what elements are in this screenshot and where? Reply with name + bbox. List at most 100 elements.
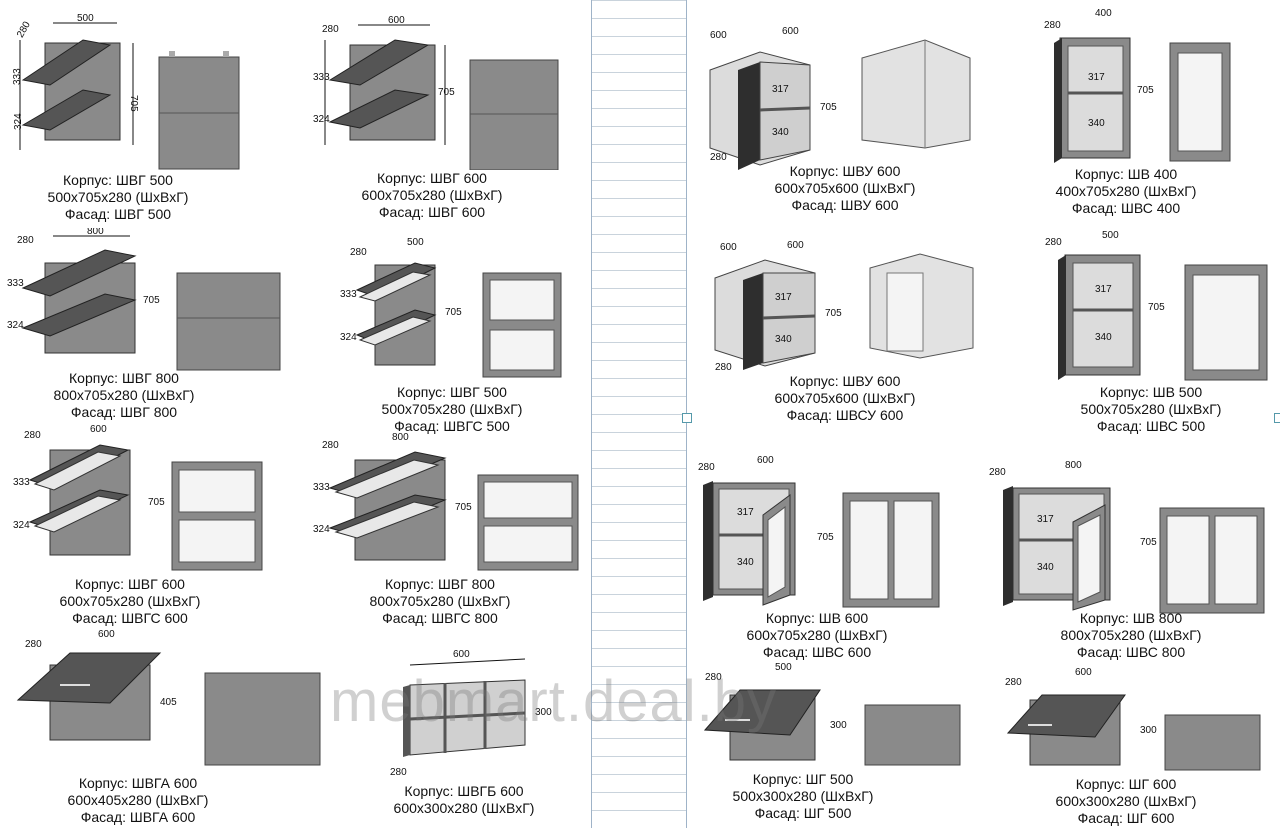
korpus-label: Корпус: ШВГ 800 [69,370,179,386]
dim-label: 340 [1088,118,1105,129]
caption-shvg500: Корпус: ШВГ 500 500х705х280 (ШхВхГ) Фаса… [48,172,189,223]
size-label: 600х705х600 (ШхВхГ) [774,180,916,196]
dim-label: 705 [438,87,455,98]
cabinet-drawing-shvu600s: 600 600 280 317 340 705 [714,240,974,373]
caption-shv500: Корпус: ШВ 500 500х705х280 (ШхВхГ) Фасад… [1081,384,1222,435]
caption-shvu600: Корпус: ШВУ 600 600х705х600 (ШхВхГ) Фаса… [775,163,916,214]
caption-shv800: Корпус: ШВ 800 800х705х280 (ШхВхГ) Фасад… [1061,610,1202,661]
fasad-label: Фасад: ШВГ 600 [378,204,486,220]
dim-label: 317 [1095,284,1112,295]
dim-label: 280 [710,152,727,163]
caption-shvg500s: Корпус: ШВГ 500 500х705х280 (ШхВхГ) Фаса… [382,384,523,435]
cabinet-drawing-shg600: 600 280 300 [1005,667,1261,771]
dim-label: 317 [772,84,789,95]
korpus-label: Корпус: ШВГ 800 [385,576,495,592]
dim-label: 600 [388,15,405,26]
dim-label: 280 [390,767,407,778]
fasad-label: Фасад: ШВС 400 [1071,200,1181,216]
caption-shg500: Корпус: ШГ 500 500х300х280 (ШхВхГ) Фасад… [733,771,874,822]
korpus-label: Корпус: ШВУ 600 [789,373,901,389]
size-label: 500х705х280 (ШхВхГ) [1080,401,1222,417]
dim-label: 317 [1088,72,1105,83]
selection-handle[interactable] [1274,413,1280,423]
dim-label: 280 [322,24,339,35]
size-label: 800х705х280 (ШхВхГ) [53,387,195,403]
cabinet-drawing-shvg600s: 600 280 333 324 705 [13,424,263,571]
dim-label: 705 [455,502,472,513]
korpus-label: Корпус: ШВ 500 [1099,384,1203,400]
dim-label: 705 [143,295,160,306]
size-label: 600х705х280 (ШхВхГ) [746,627,888,643]
fasad-label: Фасад: ШВГС 600 [72,610,188,626]
dim-label: 600 [1075,667,1092,678]
cabinet-drawing-shv500: 500 280 317 340 705 [1045,230,1268,381]
dim-label: 600 [98,629,115,640]
size-label: 400х705х280 (ШхВхГ) [1055,183,1197,199]
dim-label: 600 [782,26,799,37]
dim-label: 324 [7,320,24,331]
dim-label: 280 [715,362,732,373]
fasad-label: Фасад: ШВСУ 600 [786,407,904,423]
dim-label: 280 [25,639,42,650]
korpus-label: Корпус: ШВУ 600 [789,163,901,179]
cabinet-drawing-shv800: 800 280 317 340 705 [989,460,1265,614]
caption-shvg800: Корпус: ШВГ 800 800х705х280 (ШхВхГ) Фаса… [54,370,195,421]
korpus-label: Корпус: ШВГ 600 [377,170,487,186]
size-label: 800х705х280 (ШхВхГ) [1060,627,1202,643]
dim-label: 800 [87,228,104,237]
selection-handle[interactable] [682,413,692,423]
fasad-label: Фасад: ШВС 800 [1076,644,1186,660]
fasad-label: Фасад: ШВС 600 [762,644,872,660]
korpus-label: Корпус: ШВГБ 600 [404,783,524,799]
dim-label: 280 [17,235,34,246]
dim-label: 705 [445,307,462,318]
dim-label: 600 [757,455,774,466]
dim-label: 340 [772,127,789,138]
fasad-label: Фасад: ШВГС 800 [382,610,498,626]
fasad-label: Фасад: ШГ 600 [1077,810,1175,826]
dim-label: 280 [350,247,367,258]
cabinet-drawing-shvu600: 600 600 280 317 340 705 [709,26,971,170]
cabinet-drawing-shvg500: 500 280 333 324 705 [12,13,240,170]
dim-label: 333 [12,68,23,85]
dim-label: 705 [1148,302,1165,313]
watermark-text: mebmart.deal.by [330,669,777,734]
dim-label: 324 [313,114,330,125]
dim-label: 280 [1005,677,1022,688]
dim-label: 405 [160,697,177,708]
fasad-label: Фасад: ШВГС 500 [394,418,510,434]
korpus-label: Корпус: ШВГА 600 [78,775,198,791]
korpus-label: Корпус: ШВ 400 [1074,166,1178,182]
dim-label: 317 [775,292,792,303]
caption-shvg800s: Корпус: ШВГ 800 800х705х280 (ШхВхГ) Фаса… [370,576,511,627]
size-label: 600х300х280 (ШхВхГ) [1055,793,1197,809]
caption-shv400: Корпус: ШВ 400 400х705х280 (ШхВхГ) Фасад… [1056,166,1197,217]
cabinet-drawing-shvga600: 600 280 405 [16,629,321,766]
dim-label: 400 [1095,8,1112,19]
size-label: 600х705х280 (ШхВхГ) [361,187,503,203]
korpus-label: Корпус: ШВГ 600 [75,576,185,592]
dim-label: 333 [313,72,330,83]
dim-label: 600 [90,424,107,435]
size-label: 600х705х600 (ШхВхГ) [774,390,916,406]
dim-label: 500 [77,13,94,24]
dim-label: 317 [737,507,754,518]
size-label: 800х705х280 (ШхВхГ) [369,593,511,609]
dim-label: 300 [535,707,552,718]
cabinet-drawing-shvg600: 600 280 333 324 705 [313,15,559,170]
dim-label: 600 [720,242,737,253]
dim-label: 705 [1137,85,1154,96]
korpus-label: Корпус: ШГ 500 [752,771,854,787]
dim-label: 705 [148,497,165,508]
dim-label: 324 [313,524,330,535]
dim-label: 340 [1037,562,1054,573]
dim-label: 317 [1037,514,1054,525]
dim-label: 324 [340,332,357,343]
sheet-border-left [591,0,592,828]
dim-label: 800 [392,432,409,443]
dim-label: 324 [13,520,30,531]
size-label: 500х705х280 (ШхВхГ) [47,189,189,205]
dim-label: 280 [322,440,339,451]
dim-label: 500 [775,662,792,673]
fasad-label: Фасад: ШВГ 800 [70,404,178,420]
